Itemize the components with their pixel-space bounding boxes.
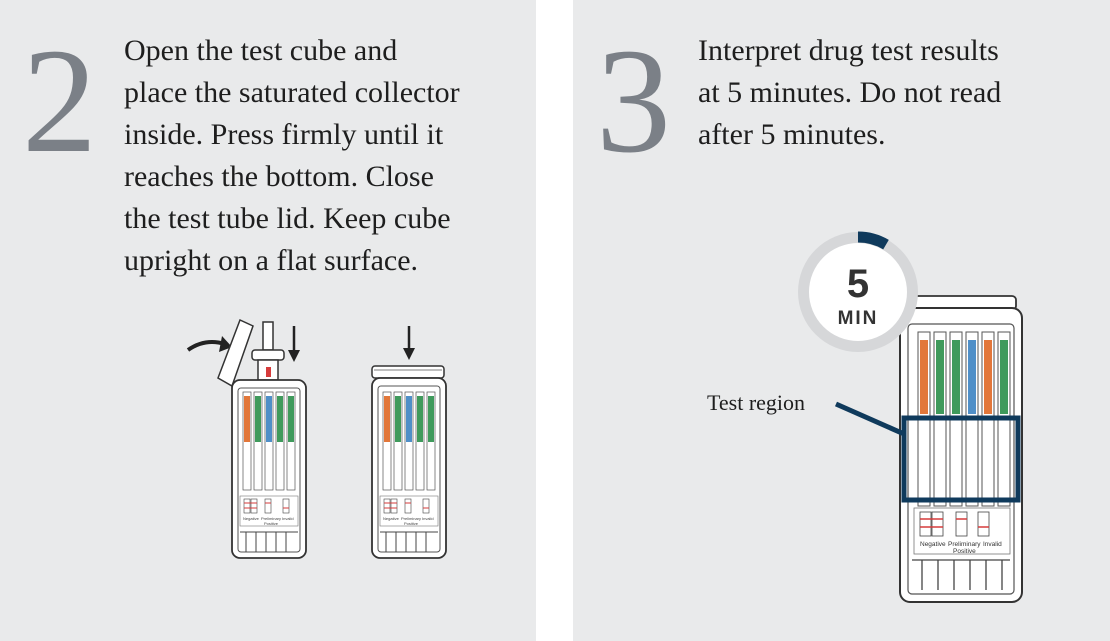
positive-label: Positive	[404, 521, 419, 526]
positive-label: Positive	[264, 521, 279, 526]
large-test-cube-illustration: Negative Preliminary Positive Invalid	[834, 295, 1023, 603]
step-3-instructions: Interpret drug test results at 5 minutes…	[698, 34, 1002, 151]
open-lid	[217, 318, 254, 388]
preliminary-label: Preliminary	[948, 541, 981, 548]
timer-value: 5	[847, 262, 869, 306]
closed-test-cube-illustration: Negative Preliminary Positive Invalid	[371, 326, 447, 559]
timer-badge: 5 MIN	[798, 231, 918, 352]
collector	[262, 321, 274, 351]
negative-label: Negative	[383, 516, 400, 521]
positive-label: Positive	[953, 548, 976, 555]
test-region-highlight	[901, 415, 1021, 503]
negative-label: Negative	[920, 541, 946, 548]
timer-unit: MIN	[838, 308, 879, 329]
step-2-instructions: Open the test cube and place the saturat…	[124, 34, 460, 277]
step-3-number: 3	[596, 18, 671, 184]
curved-arrow-icon	[186, 340, 226, 352]
callout-line	[834, 401, 906, 437]
invalid-label: Invalid	[282, 516, 294, 521]
invalid-label: Invalid	[983, 541, 1002, 548]
invalid-label: Invalid	[422, 516, 434, 521]
open-test-cube-illustration: Negative Preliminary Positive Invalid	[186, 318, 307, 559]
preliminary-label: Preliminary	[261, 516, 281, 521]
timer-progress-arc	[857, 231, 889, 250]
preliminary-label: Preliminary	[401, 516, 421, 521]
step-2-number: 2	[22, 18, 97, 184]
negative-label: Negative	[243, 516, 260, 521]
test-region-label: Test region	[707, 390, 805, 415]
